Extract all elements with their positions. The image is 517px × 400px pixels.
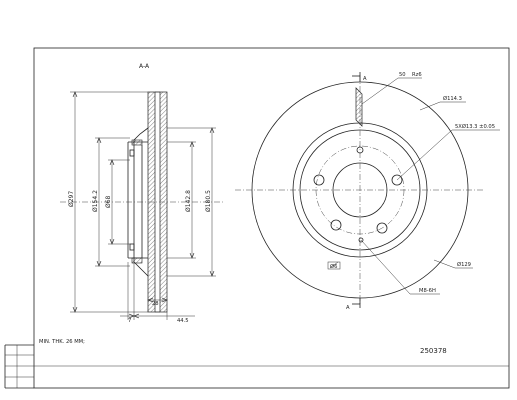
- front-view: [235, 72, 500, 308]
- dim-angle-unit: Rz6: [412, 72, 422, 78]
- dim-hat-diameter: Ø154.2: [92, 190, 99, 212]
- dim-flange: 7: [128, 318, 131, 324]
- hat-flange-bottom: [131, 257, 143, 264]
- note-min-thickness: MIN. THK. 26 MM;: [39, 339, 85, 345]
- bolt-hole-2: [376, 222, 388, 234]
- dim-angle: 50: [399, 72, 406, 78]
- bolt-hole-1: [391, 174, 403, 186]
- dim-center-bore: Ø68: [105, 195, 112, 208]
- bolt-hole-3: [330, 219, 342, 231]
- dim-small: Ø6: [330, 263, 337, 270]
- section-view: [60, 92, 225, 320]
- threaded-hole: [358, 237, 364, 243]
- dim-height: 44.5: [177, 318, 189, 324]
- part-number: 250378: [420, 347, 447, 355]
- dim-outer-diameter: Ø297: [68, 191, 75, 207]
- dim-thickness: 28: [152, 301, 159, 307]
- dim-bolt-holes: 5XØ13.3 ±0.05: [455, 123, 495, 130]
- title-block: [4, 344, 509, 389]
- bolt-hole-4: [313, 174, 325, 186]
- dim-thread: M8-6H: [419, 288, 436, 294]
- bolt-hole-5: [356, 146, 364, 154]
- hat-flange-top: [131, 139, 143, 146]
- section-label: A-A: [139, 63, 150, 70]
- wear-indicator: [355, 87, 363, 127]
- dim-pcd: Ø114.3: [443, 95, 462, 102]
- view-marker-top: A: [363, 76, 367, 82]
- dim-bolt-circle-side: Ø142.8: [185, 190, 192, 212]
- view-marker-bottom: A: [346, 305, 350, 311]
- dim-inner-vent-diameter: Ø180.5: [205, 190, 212, 212]
- dim-face-diameter: Ø129: [457, 261, 471, 268]
- drawing-frame: [33, 47, 510, 389]
